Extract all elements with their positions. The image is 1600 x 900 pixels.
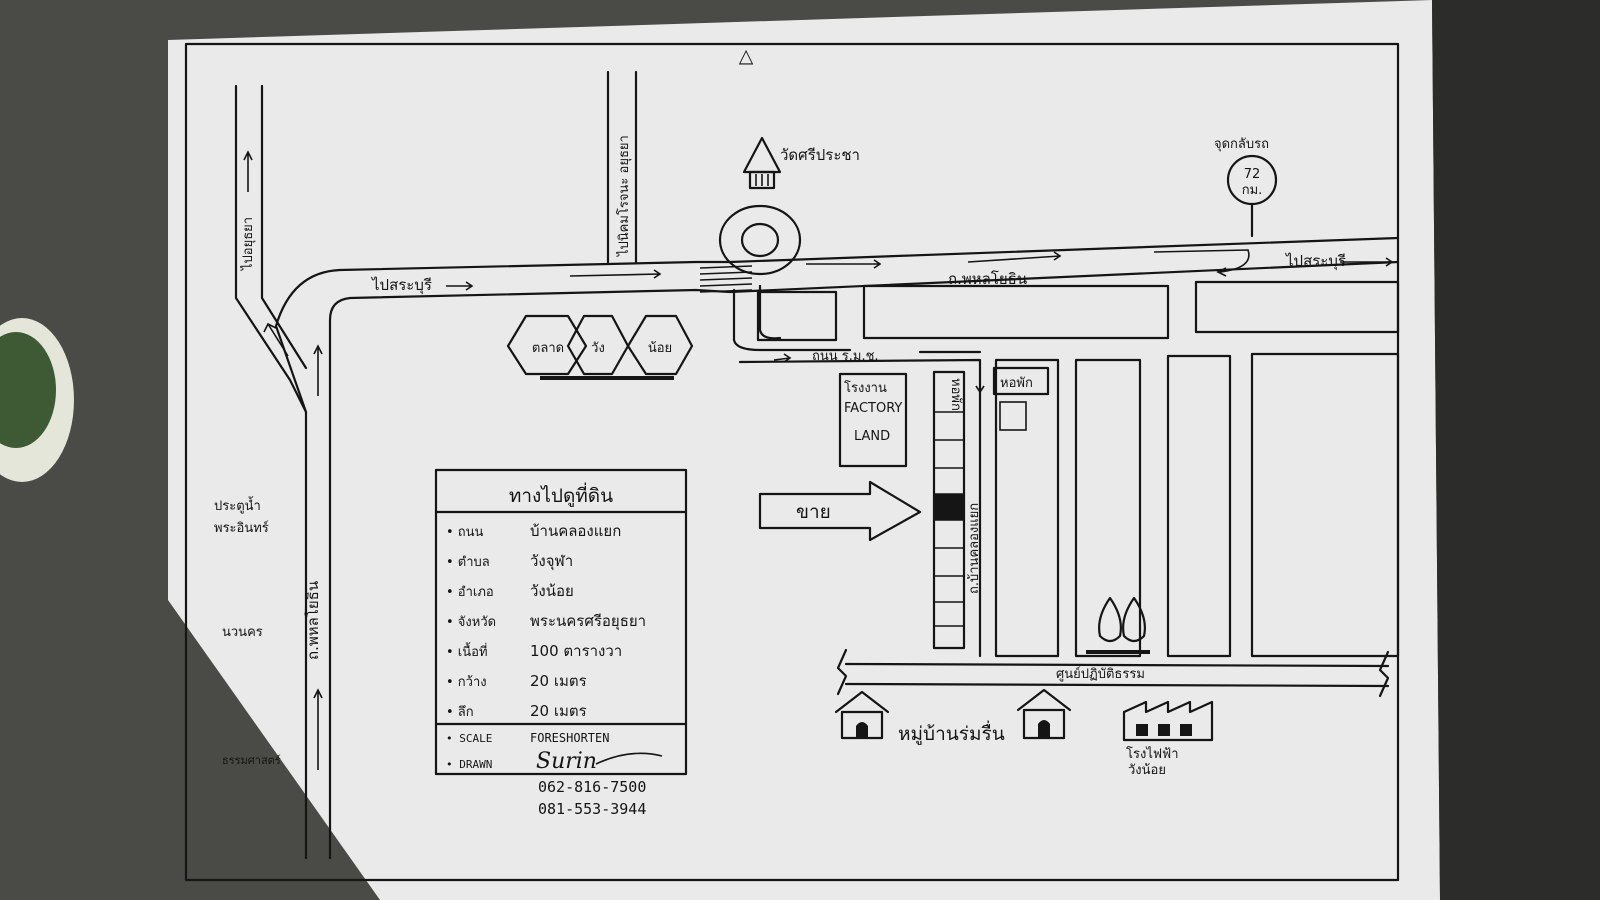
strip-2 <box>1074 358 1142 658</box>
temple-label: วัดศรีประชา <box>780 146 860 164</box>
phone-number-1: 062-816-7500 <box>538 778 646 796</box>
direction-to-nikhom: ไปนิคมโรจนะ อยุธยา <box>616 135 632 257</box>
road-label-phahon-yothin-main: ถ.พหลโยธิน <box>948 270 1027 288</box>
info-row-label: • อำเภอ <box>446 585 494 600</box>
factory-label-land: LAND <box>854 429 890 444</box>
market-label-1: ตลาด <box>532 341 564 356</box>
sticker-logo <box>0 318 74 482</box>
info-scale-value: FORESHORTEN <box>530 731 609 745</box>
strip-4 <box>1250 352 1400 658</box>
info-box-title: ทางไปดูที่ดิน <box>509 482 613 507</box>
power-plant-label-1: โรงไฟฟ้า <box>1126 746 1179 762</box>
factory-land-box <box>838 372 908 468</box>
market-label-3: น้อย <box>648 341 672 356</box>
block-c <box>1194 280 1400 334</box>
left-label-pratu-nam: ประตูน้ำ <box>214 496 261 514</box>
power-plant-label-2: วังน้อย <box>1128 763 1166 778</box>
direction-arrows <box>243 150 1394 770</box>
village-house-icon-1 <box>834 690 890 740</box>
info-row-label: • ถนน <box>446 525 484 540</box>
info-row-label: • ตำบล <box>446 555 490 570</box>
factory-label-thai: โรงงาน <box>844 380 887 396</box>
paper-sheet <box>168 0 1440 900</box>
dorm-label: หอพัก <box>1000 376 1033 391</box>
strip-3 <box>1166 354 1232 658</box>
direction-to-saraburi-left: ไปสระบุรี <box>371 276 432 295</box>
strip-1 <box>994 358 1060 658</box>
paper-shadow <box>1432 0 1600 900</box>
top-marker: △ <box>739 45 754 67</box>
km-marker-icon <box>1226 154 1278 238</box>
flyover-roundabout <box>699 204 852 352</box>
km-marker-unit: กม. <box>1242 183 1263 198</box>
left-label-phra-in: พระอินทร์ <box>214 520 269 536</box>
factory-label-en: FACTORY <box>844 401 902 416</box>
rmc-road-line <box>738 358 982 658</box>
water-drops-icon <box>1086 596 1150 654</box>
info-row-label: • ลึก <box>446 705 474 720</box>
temple-icon <box>742 136 782 190</box>
power-plant-icon <box>1122 700 1214 742</box>
info-row-value: 20 เมตร <box>530 702 587 720</box>
info-box <box>434 468 688 776</box>
info-scale-label: • SCALE <box>446 732 492 745</box>
left-label-thammasat: ธรรมศาสตร์ <box>222 754 281 767</box>
market-hexagons <box>506 314 694 380</box>
direction-to-ayutthaya: ไปอยุธยา <box>240 217 256 271</box>
block-a <box>756 290 838 342</box>
info-row-label: • เนื้อที่ <box>446 642 488 660</box>
left-label-nava-nakorn: นวนคร <box>222 625 263 640</box>
plot-for-sale <box>934 494 964 520</box>
sale-arrow-icon <box>758 480 922 542</box>
info-row-value: พระนครศรีอยุธยา <box>530 612 646 631</box>
direction-to-saraburi-right: ไปสระบุรี <box>1285 252 1346 271</box>
info-row-value: วังจุฬา <box>530 552 573 571</box>
info-drawn-label: • DRAWN <box>446 758 492 771</box>
km-marker-value: 72 <box>1244 167 1261 182</box>
dorm-side-label: หอพัก <box>948 378 963 411</box>
info-row-value: 20 เมตร <box>530 672 587 690</box>
market-label-2: วัง <box>591 341 605 356</box>
road-label-community: ศูนย์ปฏิบัติธรรม <box>1056 666 1145 682</box>
road-label-rmc: ถนน ร.ม.ช. <box>812 349 879 364</box>
road-label-ban-khlong-yaek: ถ.บ้านคลองแยก <box>967 503 982 594</box>
village-label: หมู่บ้านร่มรื่น <box>898 720 1005 745</box>
sale-label: ขาย <box>796 501 831 523</box>
signature-flourish <box>595 752 663 765</box>
info-row-label: • กว้าง <box>446 675 487 690</box>
u-turn-label: จุดกลับรถ <box>1214 137 1269 152</box>
info-row-value: 100 ตารางวา <box>530 642 622 660</box>
dorm-box <box>992 366 1050 396</box>
info-row-value: บ้านคลองแยก <box>530 522 621 540</box>
info-signature: Surin <box>536 749 597 774</box>
community-road-line <box>844 662 1390 668</box>
block-b <box>862 284 1170 340</box>
road-label-phahon-yothin-side: ถ.พหลโยธิน <box>304 581 322 660</box>
info-row-label: • จังหวัด <box>446 615 496 630</box>
land-plots <box>932 370 966 650</box>
village-house-icon-2 <box>1016 688 1072 740</box>
info-row-value: วังน้อย <box>530 582 574 600</box>
phone-number-2: 081-553-3944 <box>538 800 646 818</box>
phahon-yothin-road <box>234 70 1400 860</box>
